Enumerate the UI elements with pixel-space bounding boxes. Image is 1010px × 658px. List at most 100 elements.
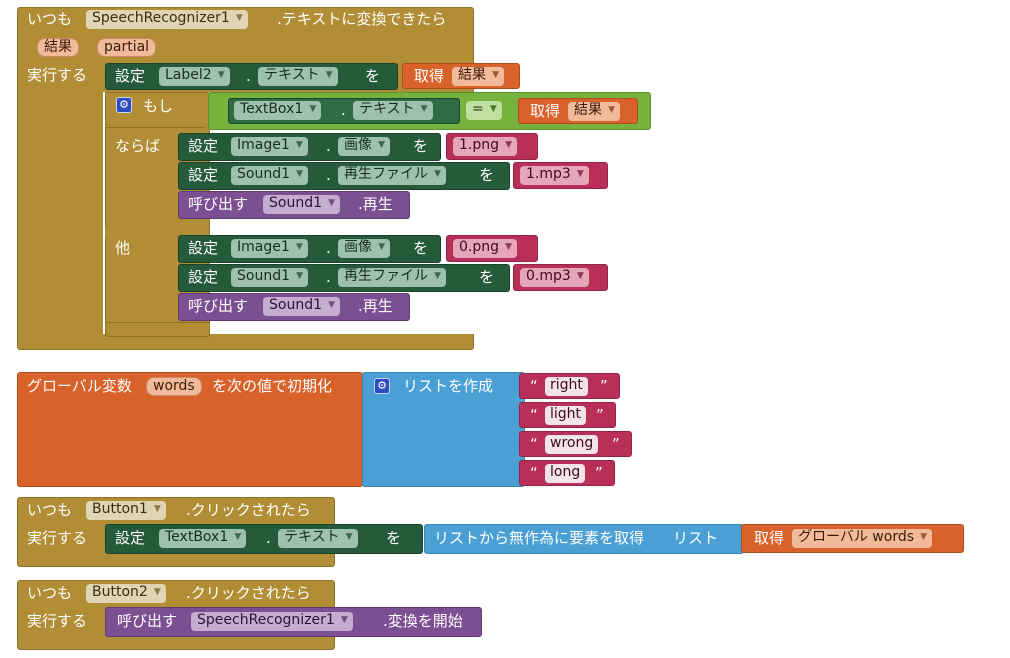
- else-set-sound-set: 設定: [188, 268, 219, 286]
- else-call-component: Sound1: [269, 297, 322, 313]
- else-sound-value-dropdown[interactable]: 0.mp3▼: [520, 268, 589, 287]
- then-set-image-set: 設定: [188, 137, 219, 155]
- compare-operator-dropdown[interactable]: =▼: [466, 101, 502, 120]
- else-sound-component-dropdown[interactable]: Sound1▼: [231, 268, 308, 287]
- param-partial[interactable]: partial: [97, 38, 157, 57]
- button1-component-dropdown[interactable]: Button1▼: [86, 501, 166, 520]
- else-image-to: を: [413, 239, 429, 257]
- list-item-wrong[interactable]: wrong: [545, 435, 599, 454]
- set-label2-block[interactable]: [105, 63, 398, 90]
- else-image-dot: .: [326, 239, 331, 257]
- compare-get-var-dropdown[interactable]: 結果▼: [568, 102, 620, 121]
- else-sound-property: 再生ファイル: [344, 268, 428, 284]
- global-var-prefix: グローバル変数: [27, 377, 132, 395]
- list-item-right[interactable]: right: [545, 377, 588, 396]
- set-label2-to: を: [365, 67, 381, 85]
- then-label: ならば: [115, 137, 161, 155]
- chevron-down-icon: ▼: [328, 300, 335, 310]
- else-image-component: Image1: [237, 239, 290, 255]
- then-sound-component: Sound1: [237, 166, 290, 182]
- then-image-property-dropdown[interactable]: 画像▼: [338, 137, 390, 156]
- else-call-component-dropdown[interactable]: Sound1 ▼: [263, 297, 340, 316]
- chevron-down-icon: ▼: [309, 104, 317, 114]
- compare-component-dropdown[interactable]: TextBox1 ▼: [234, 101, 322, 120]
- speech-do-label: 実行する: [27, 66, 88, 84]
- then-set-sound-set: 設定: [188, 166, 219, 184]
- button2-when-label: いつも: [27, 584, 73, 602]
- gear-icon[interactable]: ⚙: [374, 378, 390, 394]
- call-speech-component-dropdown[interactable]: SpeechRecognizer1▼: [191, 612, 353, 631]
- else-set-image-block[interactable]: [178, 235, 441, 263]
- get-result-var-dropdown[interactable]: 結果▼: [452, 67, 504, 86]
- button2-component-dropdown[interactable]: Button2 ▼: [86, 584, 166, 603]
- compare-property: テキスト: [359, 101, 415, 117]
- list-item-long-close-quote: ”: [595, 464, 603, 482]
- chevron-down-icon: ▼: [920, 532, 928, 542]
- then-sound-property-dropdown[interactable]: 再生ファイル▼: [338, 166, 446, 185]
- then-set-image-block[interactable]: [178, 133, 441, 161]
- chevron-down-icon: ▼: [420, 104, 428, 114]
- list-item-long[interactable]: long: [545, 464, 586, 483]
- set-label2-property-dropdown[interactable]: テキスト▼: [258, 67, 338, 86]
- make-list-label: リストを作成: [403, 377, 494, 395]
- else-image-property-dropdown[interactable]: 画像 ▼: [338, 239, 390, 258]
- else-sound-dot: .: [326, 268, 331, 286]
- set-label2-component-dropdown[interactable]: Label2▼: [159, 67, 230, 86]
- then-image-component-dropdown[interactable]: Image1▼: [231, 137, 308, 156]
- set-textbox1-component: TextBox1: [165, 529, 229, 545]
- chevron-down-icon: ▼: [235, 13, 243, 23]
- chevron-down-icon: ▼: [217, 70, 225, 80]
- else-image-value-dropdown[interactable]: 0.png▼: [453, 239, 518, 258]
- compare-get-var: 結果: [574, 102, 602, 118]
- compare-dot: .: [341, 101, 346, 119]
- then-image-component: Image1: [237, 137, 290, 153]
- else-call-label: 呼び出す: [188, 297, 249, 315]
- get-global-words-var: グローバル words: [798, 529, 915, 545]
- get-global-words-get: 取得: [754, 529, 785, 547]
- else-image-value: 0.png: [459, 239, 500, 255]
- compare-operator: =: [472, 101, 484, 117]
- chevron-down-icon: ▼: [576, 169, 584, 179]
- else-sound-property-dropdown[interactable]: 再生ファイル▼: [338, 268, 446, 287]
- global-var-name[interactable]: words: [146, 377, 202, 396]
- chevron-down-icon: ▼: [153, 587, 161, 597]
- then-sound-component-dropdown[interactable]: Sound1▼: [231, 166, 308, 185]
- set-textbox1-property: テキスト: [284, 529, 340, 545]
- button2-event-label: .クリックされたら: [186, 584, 311, 602]
- set-label2-dot: .: [246, 67, 251, 85]
- then-sound-property: 再生ファイル: [344, 166, 428, 182]
- compare-component: TextBox1: [240, 101, 304, 117]
- else-image-property: 画像: [344, 239, 372, 255]
- random-item-block[interactable]: [424, 524, 744, 554]
- button1-component: Button1: [92, 501, 148, 517]
- button2-component: Button2: [92, 584, 148, 600]
- then-sound-value: 1.mp3: [526, 166, 571, 182]
- then-sound-value-dropdown[interactable]: 1.mp3 ▼: [520, 166, 589, 185]
- param-result[interactable]: 結果: [37, 38, 79, 57]
- if-label: もし: [143, 97, 174, 115]
- set-textbox1-component-dropdown[interactable]: TextBox1▼: [159, 529, 247, 548]
- then-image-dot: .: [326, 137, 331, 155]
- then-call-component-dropdown[interactable]: Sound1▼: [263, 195, 340, 214]
- list-item-light-close-quote: ”: [596, 406, 604, 424]
- global-var-suffix: を次の値で初期化: [212, 377, 333, 395]
- then-image-value-dropdown[interactable]: 1.png ▼: [453, 137, 518, 156]
- call-speech-label: 呼び出す: [117, 612, 178, 630]
- list-item-light[interactable]: light: [545, 406, 587, 425]
- speech-component-dropdown[interactable]: SpeechRecognizer1▼: [86, 10, 248, 29]
- set-textbox1-to: を: [386, 529, 402, 547]
- set-textbox1-block[interactable]: [105, 524, 423, 554]
- then-image-value: 1.png: [459, 137, 500, 153]
- speech-event-label: .テキストに変換できたら: [277, 10, 447, 28]
- set-textbox1-property-dropdown[interactable]: テキスト▼: [278, 529, 358, 548]
- compare-property-dropdown[interactable]: テキスト ▼: [353, 101, 433, 120]
- chevron-down-icon: ▼: [505, 140, 513, 150]
- set-label2-property: テキスト: [264, 67, 320, 83]
- speech-when-label: いつも: [27, 10, 73, 28]
- then-call-label: 呼び出す: [188, 195, 249, 213]
- chevron-down-icon: ▼: [378, 242, 385, 252]
- gear-icon[interactable]: ⚙: [116, 97, 132, 113]
- get-result-get: 取得: [414, 67, 445, 85]
- else-image-component-dropdown[interactable]: Image1▼: [231, 239, 308, 258]
- get-global-words-dropdown[interactable]: グローバル words ▼: [792, 529, 933, 548]
